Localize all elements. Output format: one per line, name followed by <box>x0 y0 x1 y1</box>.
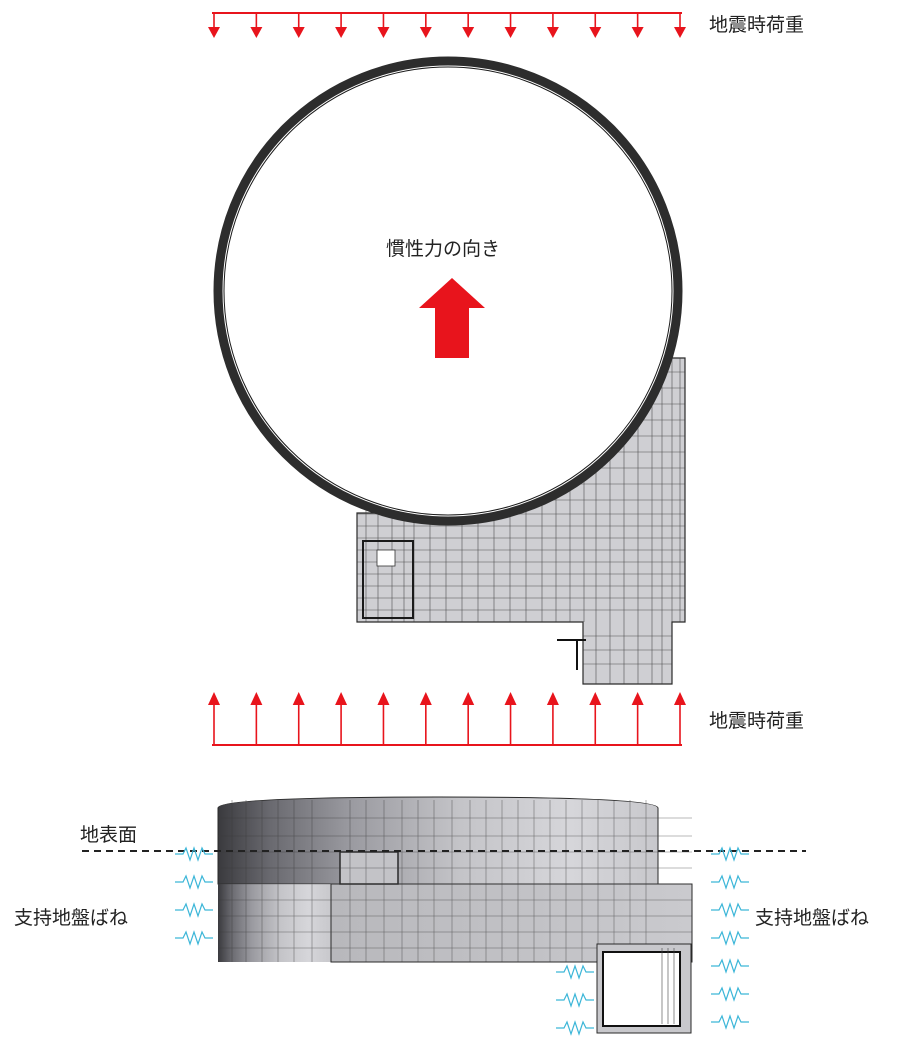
arrow-up-icon <box>504 692 517 705</box>
arrow-up-icon <box>377 692 390 705</box>
zigzag-spring-icon <box>175 846 213 862</box>
arrow-down-icon <box>250 27 263 38</box>
arrow-up-icon <box>208 692 220 705</box>
elevation-mesh-grid <box>218 800 692 962</box>
zigzag-spring-icon <box>175 874 213 890</box>
plan-ring-wall <box>213 56 683 526</box>
arrow-up-icon <box>546 692 559 705</box>
arrow-down-icon <box>292 27 305 38</box>
zigzag-spring-icon <box>711 1014 749 1030</box>
pit-wall-mesh <box>661 948 675 1024</box>
arrow-up-icon <box>250 692 263 705</box>
elevation-pit-inner <box>602 951 681 1027</box>
arrow-up-icon <box>419 692 432 705</box>
zigzag-spring-icon <box>711 930 749 946</box>
arrow-down-icon <box>546 27 559 38</box>
arrow-down-icon <box>419 27 432 38</box>
zigzag-spring-icon <box>556 1020 594 1036</box>
arrow-down-icon <box>377 27 390 38</box>
inertia-arrow <box>419 278 485 358</box>
plan-opening <box>362 540 414 619</box>
elevation-cylinder <box>217 796 659 885</box>
arrow-down-icon <box>589 27 602 38</box>
arrow-down-icon <box>674 27 686 38</box>
plan-view-model <box>213 56 686 685</box>
zigzag-spring-icon <box>175 902 213 918</box>
arrow-up-icon <box>335 692 348 705</box>
arrow-down-icon <box>631 27 644 38</box>
zigzag-spring-icon <box>711 846 749 862</box>
inertia-direction-label: 慣性力の向き <box>386 238 501 260</box>
arrow-up-icon <box>462 692 475 705</box>
support-spring-right-label: 支持地盤ばね <box>755 907 870 929</box>
elevation-view-model <box>82 796 806 1036</box>
seismic-load-bottom-label: 地震時荷重 <box>709 710 805 732</box>
arrow-down-icon <box>462 27 475 38</box>
ground-surface-label: 地表面 <box>80 824 138 846</box>
seismic-load-top-arrows <box>208 12 686 38</box>
seismic-load-top-label: 地震時荷重 <box>709 14 805 36</box>
support-spring-left-label: 支持地盤ばね <box>14 907 129 929</box>
zigzag-spring-icon <box>556 992 594 1008</box>
zigzag-spring-icon <box>711 986 749 1002</box>
support-springs <box>175 846 749 1036</box>
seismic-load-bottom-arrows <box>208 692 686 746</box>
arrow-up-icon <box>589 692 602 705</box>
arrow-down-icon <box>504 27 517 38</box>
zigzag-spring-icon <box>711 874 749 890</box>
elevation-cylinder-lower <box>218 884 331 962</box>
plan-opening-hole <box>376 549 396 567</box>
zigzag-spring-icon <box>175 930 213 946</box>
arrow-up-icon <box>292 692 305 705</box>
arrow-up-icon <box>674 692 686 705</box>
arrow-up-icon <box>631 692 644 705</box>
zigzag-spring-icon <box>711 902 749 918</box>
arrow-down-icon <box>208 27 220 38</box>
arrow-down-icon <box>335 27 348 38</box>
plan-ring-inner-edge <box>223 66 673 516</box>
zigzag-spring-icon <box>711 958 749 974</box>
zigzag-spring-icon <box>556 964 594 980</box>
